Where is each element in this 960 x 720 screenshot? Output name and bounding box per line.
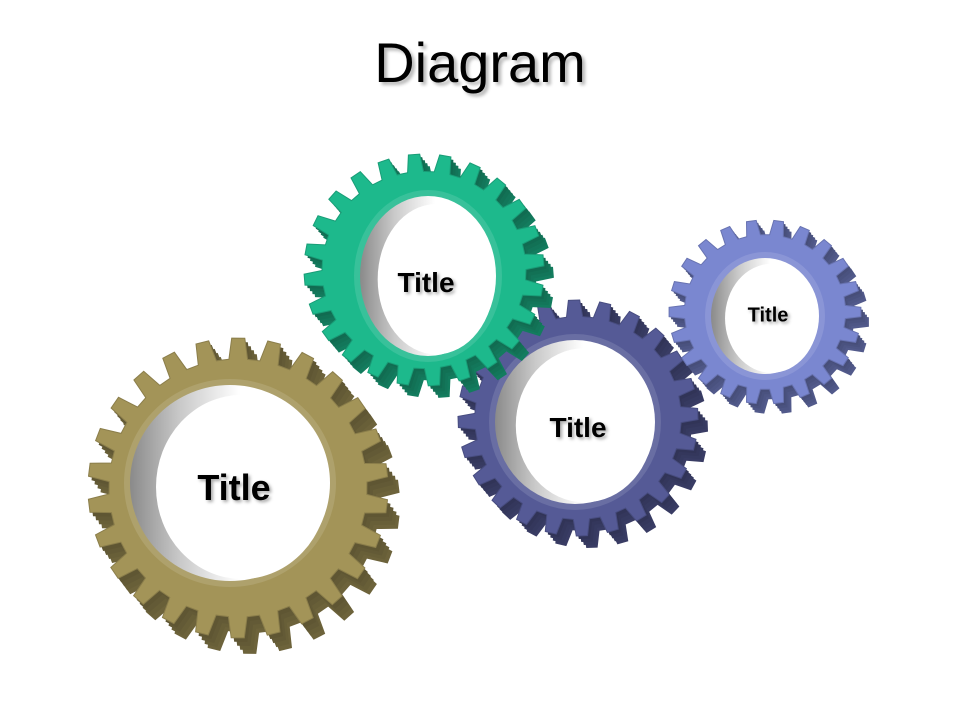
gear-small (668, 219, 869, 414)
gear-label-large: Title (197, 467, 271, 508)
gear-navy (457, 299, 708, 548)
gear-green-hole-inner (377, 204, 495, 355)
gear-label-navy: Title (549, 412, 607, 443)
gear-small-hole-inner (725, 263, 818, 373)
gear-label-green: Title (397, 267, 455, 298)
gear-label-small: Title (747, 304, 789, 327)
gear-large-hole-inner (156, 394, 328, 580)
slide-title: Diagram (374, 31, 586, 94)
gear-green (303, 153, 554, 398)
gear-large (87, 337, 400, 654)
gear-navy-hole-inner (515, 348, 654, 503)
